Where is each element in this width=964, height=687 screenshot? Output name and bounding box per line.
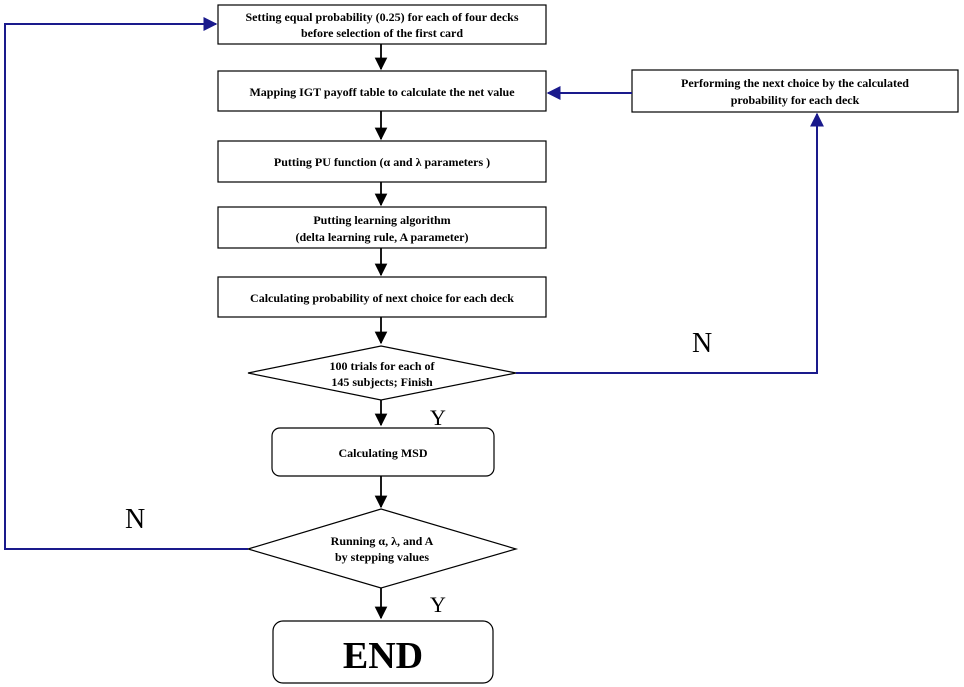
learning-box-line2: (delta learning rule, A parameter) <box>296 230 469 244</box>
probability-box-line1: Calculating probability of next choice f… <box>250 291 514 305</box>
mapping-box-line1: Mapping IGT payoff table to calculate th… <box>249 85 515 99</box>
trials-decision-shape <box>247 345 517 401</box>
pu-function-box-line1: Putting PU function (α and λ parameters … <box>274 155 490 169</box>
trials-decision-line1: 100 trials for each of <box>329 359 435 373</box>
end-box-label: END <box>343 635 423 677</box>
next-choice-box-shape <box>631 69 959 113</box>
trials-no-label: N <box>692 328 712 359</box>
trials-yes-label: Y <box>430 405 446 430</box>
end-box-shape <box>272 620 494 684</box>
next-choice-box: Performing the next choice by the calcul… <box>631 69 959 113</box>
trials-decision: 100 trials for each of 145 subjects; Fin… <box>247 345 517 401</box>
msd-box-shape <box>271 427 495 477</box>
start-box-shape <box>217 4 547 45</box>
pu-function-box: Putting PU function (α and λ parameters … <box>217 140 547 183</box>
learning-box-shape <box>217 206 547 249</box>
pu-function-box-shape <box>217 140 547 183</box>
start-box-line2: before selection of the first card <box>301 26 463 40</box>
start-box: Setting equal probability (0.25) for eac… <box>217 4 547 45</box>
start-box-line1: Setting equal probability (0.25) for eac… <box>245 10 518 24</box>
trials-decision-line2: 145 subjects; Finish <box>331 375 433 389</box>
arrow-trials-no-to-next-choice <box>516 112 824 374</box>
running-decision-shape <box>245 508 519 589</box>
learning-box: Putting learning algorithm (delta learni… <box>217 206 547 249</box>
msd-box: Calculating MSD <box>271 427 495 477</box>
probability-box: Calculating probability of next choice f… <box>217 276 547 318</box>
probability-box-shape <box>217 276 547 318</box>
learning-box-line1: Putting learning algorithm <box>313 213 450 227</box>
next-choice-box-line2: probability for each deck <box>731 93 860 107</box>
running-decision-line2: by stepping values <box>335 550 429 564</box>
next-choice-box-line1: Performing the next choice by the calcul… <box>681 76 909 90</box>
running-yes-label: Y <box>430 592 446 617</box>
mapping-box-shape <box>217 70 547 112</box>
running-decision: Running α, λ, and A by stepping values <box>245 508 519 589</box>
running-decision-line1: Running α, λ, and A <box>331 534 434 548</box>
msd-box-line1: Calculating MSD <box>338 446 427 460</box>
arrow-running-no-to-start <box>4 17 248 550</box>
mapping-box: Mapping IGT payoff table to calculate th… <box>217 70 547 112</box>
running-no-label: N <box>125 504 145 535</box>
end-box: END <box>272 620 494 684</box>
